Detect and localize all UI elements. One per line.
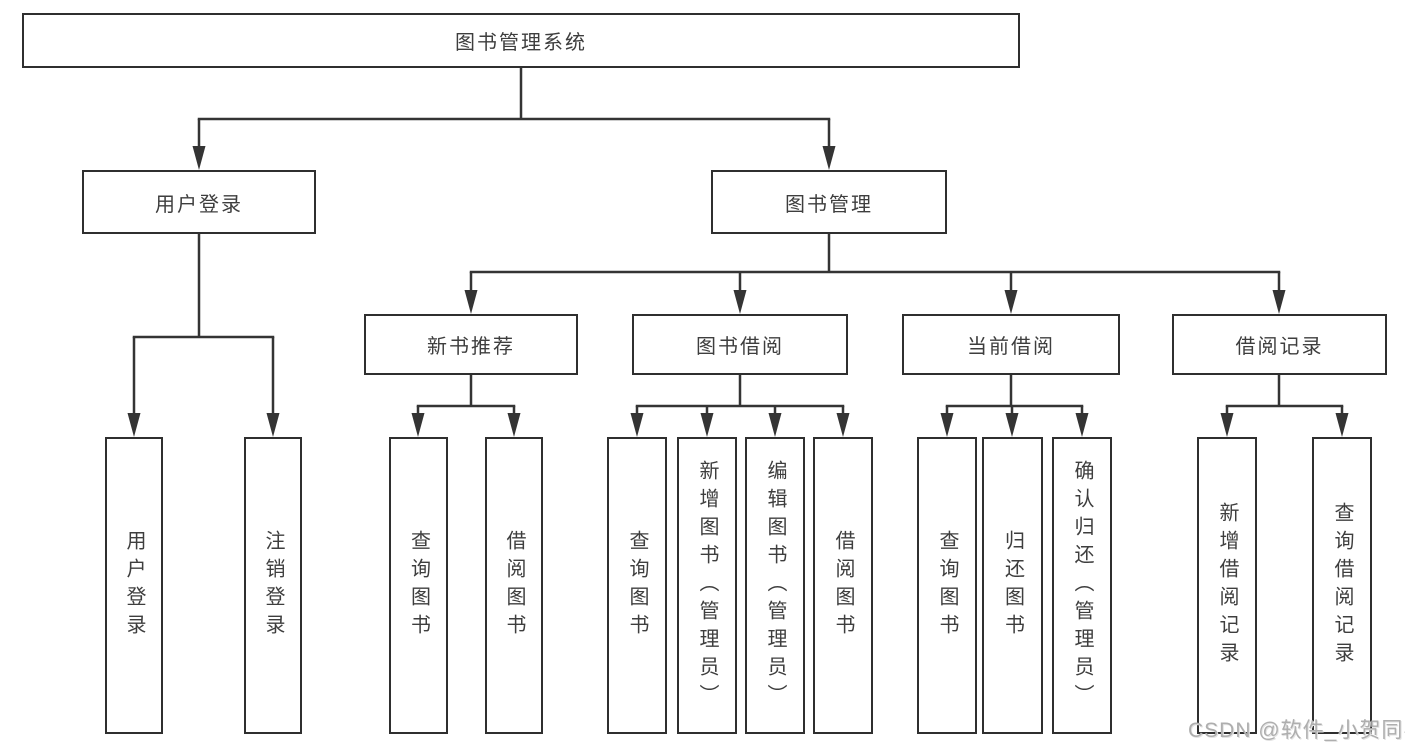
leaf-query-books-borrow: 查询图书 (607, 437, 667, 734)
node-book-management: 图书管理 (711, 170, 947, 234)
node-user-login: 用户登录 (82, 170, 316, 234)
node-new-book-recommend: 新书推荐 (364, 314, 578, 375)
leaf-logout: 注销登录 (244, 437, 302, 734)
leaf-return-books: 归还图书 (982, 437, 1043, 734)
node-current-borrow: 当前借阅 (902, 314, 1120, 375)
leaf-borrow-books-recommend: 借阅图书 (485, 437, 543, 734)
node-borrow-records: 借阅记录 (1172, 314, 1387, 375)
leaf-confirm-return-admin: 确认归还（管理员） (1052, 437, 1112, 734)
csdn-watermark: CSDN @软件_小贺同学 (1188, 719, 1405, 742)
leaf-user-login: 用户登录 (105, 437, 163, 734)
leaf-add-books-admin: 新增图书（管理员） (677, 437, 737, 734)
node-root-library-system: 图书管理系统 (22, 13, 1020, 68)
leaf-add-borrow-record: 新增借阅记录 (1197, 437, 1257, 734)
leaf-query-books-current: 查询图书 (917, 437, 977, 734)
leaf-query-books-recommend: 查询图书 (389, 437, 448, 734)
leaf-borrow-books: 借阅图书 (813, 437, 873, 734)
leaf-edit-books-admin: 编辑图书（管理员） (745, 437, 805, 734)
node-book-borrow: 图书借阅 (632, 314, 848, 375)
leaf-query-borrow-record: 查询借阅记录 (1312, 437, 1372, 734)
